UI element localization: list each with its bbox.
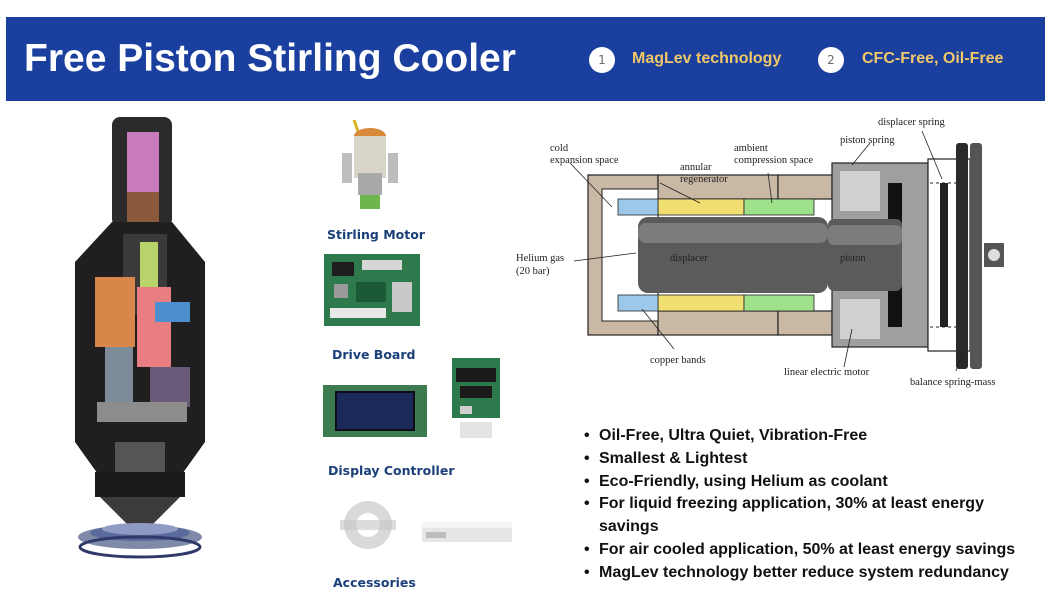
page-title: Free Piston Stirling Cooler xyxy=(24,37,516,80)
list-item: Eco-Friendly, using Helium as coolant xyxy=(582,471,1042,494)
component-label: Drive Board xyxy=(332,347,416,362)
diagram-label: balance spring-mass xyxy=(910,377,995,388)
list-item: Smallest & Lightest xyxy=(582,448,1042,471)
diagram-label: displacer xyxy=(670,253,708,264)
diagram-label: displacer spring xyxy=(878,117,946,128)
list-item: For air cooled application, 50% at least… xyxy=(582,539,1042,562)
component-label: Accessories xyxy=(333,575,416,590)
circuit-board-image xyxy=(324,254,420,326)
diagram-label: linear electric motor xyxy=(784,367,870,378)
diagram-label: piston spring xyxy=(840,135,895,146)
diagram-label: copper bands xyxy=(650,355,706,366)
feature-number-badge: 2 xyxy=(818,47,844,73)
diagram-label: Helium gas xyxy=(516,253,564,264)
component-label: Display Controller xyxy=(328,463,455,478)
component-label: Stirling Motor xyxy=(327,227,425,242)
benefits-list: Oil-Free, Ultra Quiet, Vibration-Free Sm… xyxy=(582,425,1042,585)
list-item: Oil-Free, Ultra Quiet, Vibration-Free xyxy=(582,425,1042,448)
stirling-cycle-schematic: cold expansion space annular regenerator… xyxy=(516,117,1004,388)
header-band: Free Piston Stirling Cooler 1 MagLev tec… xyxy=(6,17,1045,101)
feature-label: CFC-Free, Oil-Free xyxy=(862,50,1004,67)
list-item: For liquid freezing application, 30% at … xyxy=(582,493,1042,539)
list-item: MagLev technology better reduce system r… xyxy=(582,562,1042,585)
diagram-label: regenerator xyxy=(680,174,728,185)
diagram-label: ambient xyxy=(734,143,768,154)
diagram-label: annular xyxy=(680,162,712,173)
feature-label: MagLev technology xyxy=(632,50,782,67)
diagram-label: expansion space xyxy=(550,155,619,166)
led-display-module-image xyxy=(452,358,500,438)
cooler-cutaway-image xyxy=(75,117,205,559)
diagram-label: piston xyxy=(840,253,866,264)
feature-number-badge: 1 xyxy=(589,47,615,73)
accessories-image xyxy=(340,501,512,549)
diagram-label: cold xyxy=(550,143,569,154)
diagram-label: compression space xyxy=(734,155,813,166)
diagram-label: (20 bar) xyxy=(516,266,550,277)
display-controller-image xyxy=(323,385,427,437)
stirling-motor-image xyxy=(342,119,398,209)
